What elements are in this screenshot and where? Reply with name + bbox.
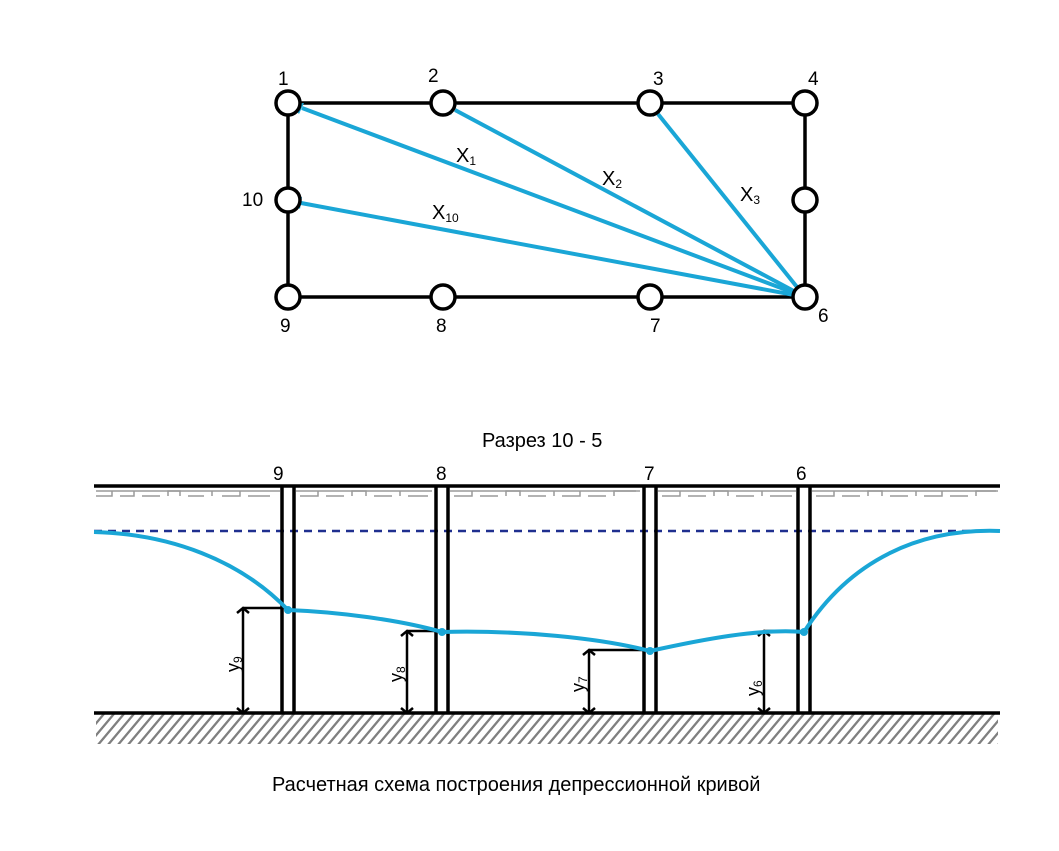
- section-well-label-6: 6: [796, 464, 807, 485]
- plan-well-label-7: 7: [650, 316, 661, 337]
- plan-well-label-10: 10: [242, 190, 263, 211]
- y-label-7: y7: [568, 676, 590, 692]
- plan-arrows: [289, 103, 807, 299]
- plan-well-label-6: 6: [818, 306, 829, 327]
- y-label-9: y9: [223, 656, 245, 672]
- plan-view: 1 2 3 4 6 7 8 9 10 X1 X2 X3 X10: [242, 66, 829, 337]
- plan-well-2: [429, 89, 457, 117]
- curve-point-6: [800, 628, 808, 636]
- section-well-8: [434, 486, 450, 713]
- section-well-labels: 9 8 7 6: [273, 464, 807, 485]
- plan-well-10: [274, 186, 302, 214]
- plan-wells: [274, 89, 819, 311]
- distance-label-x2: X2: [602, 168, 622, 191]
- curve-point-8: [438, 628, 446, 636]
- section-well-6: [796, 486, 812, 713]
- plan-well-label-1: 1: [278, 69, 289, 90]
- section-view: Разрез 10 - 5: [93, 430, 1001, 744]
- arrow-x3: [656, 112, 807, 299]
- plan-well-6: [791, 283, 819, 311]
- arrow-x1: [301, 106, 806, 299]
- figure-caption: Расчетная схема построения депрессионной…: [272, 774, 760, 796]
- arrow-x2: [454, 108, 806, 299]
- arrow-x10: [300, 201, 806, 299]
- plan-well-5: [791, 186, 819, 214]
- plan-well-7: [636, 283, 664, 311]
- y-labels: y9 y8 y7 y6: [223, 656, 765, 696]
- curve-point-7: [646, 647, 654, 655]
- y-label-8: y8: [386, 666, 408, 682]
- plan-well-3: [636, 89, 664, 117]
- distance-label-x3: X3: [740, 184, 760, 207]
- y-dimensions: [236, 606, 800, 715]
- plan-well-label-2: 2: [428, 66, 439, 87]
- distance-label-x10: X10: [432, 202, 459, 225]
- section-wells: [280, 486, 812, 713]
- plan-distance-labels: X1 X2 X3 X10: [432, 145, 760, 225]
- section-title: Разрез 10 - 5: [482, 430, 602, 452]
- plan-well-4: [791, 89, 819, 117]
- ground-surface-hatch: [96, 490, 998, 497]
- plan-well-label-8: 8: [436, 316, 447, 337]
- y-label-6: y6: [743, 680, 765, 696]
- depression-curve: [93, 528, 1001, 654]
- plan-well-labels: 1 2 3 4 6 7 8 9 10: [242, 66, 829, 337]
- plan-well-8: [429, 283, 457, 311]
- section-well-label-7: 7: [644, 464, 655, 485]
- base-hatch: [96, 714, 998, 744]
- section-well-7: [642, 486, 658, 713]
- dimension-y9: [236, 606, 284, 715]
- plan-well-label-9: 9: [280, 316, 291, 337]
- plan-well-label-4: 4: [808, 69, 819, 90]
- dimension-y7: [582, 648, 646, 715]
- curve-point-9: [284, 606, 292, 614]
- distance-label-x1: X1: [456, 145, 476, 168]
- section-well-label-9: 9: [273, 464, 284, 485]
- curve-points: [284, 606, 808, 655]
- plan-well-1: [274, 89, 302, 117]
- dimension-y6: [757, 629, 800, 715]
- section-well-label-8: 8: [436, 464, 447, 485]
- plan-well-label-3: 3: [653, 69, 664, 90]
- section-well-9: [280, 486, 296, 713]
- plan-well-9: [274, 283, 302, 311]
